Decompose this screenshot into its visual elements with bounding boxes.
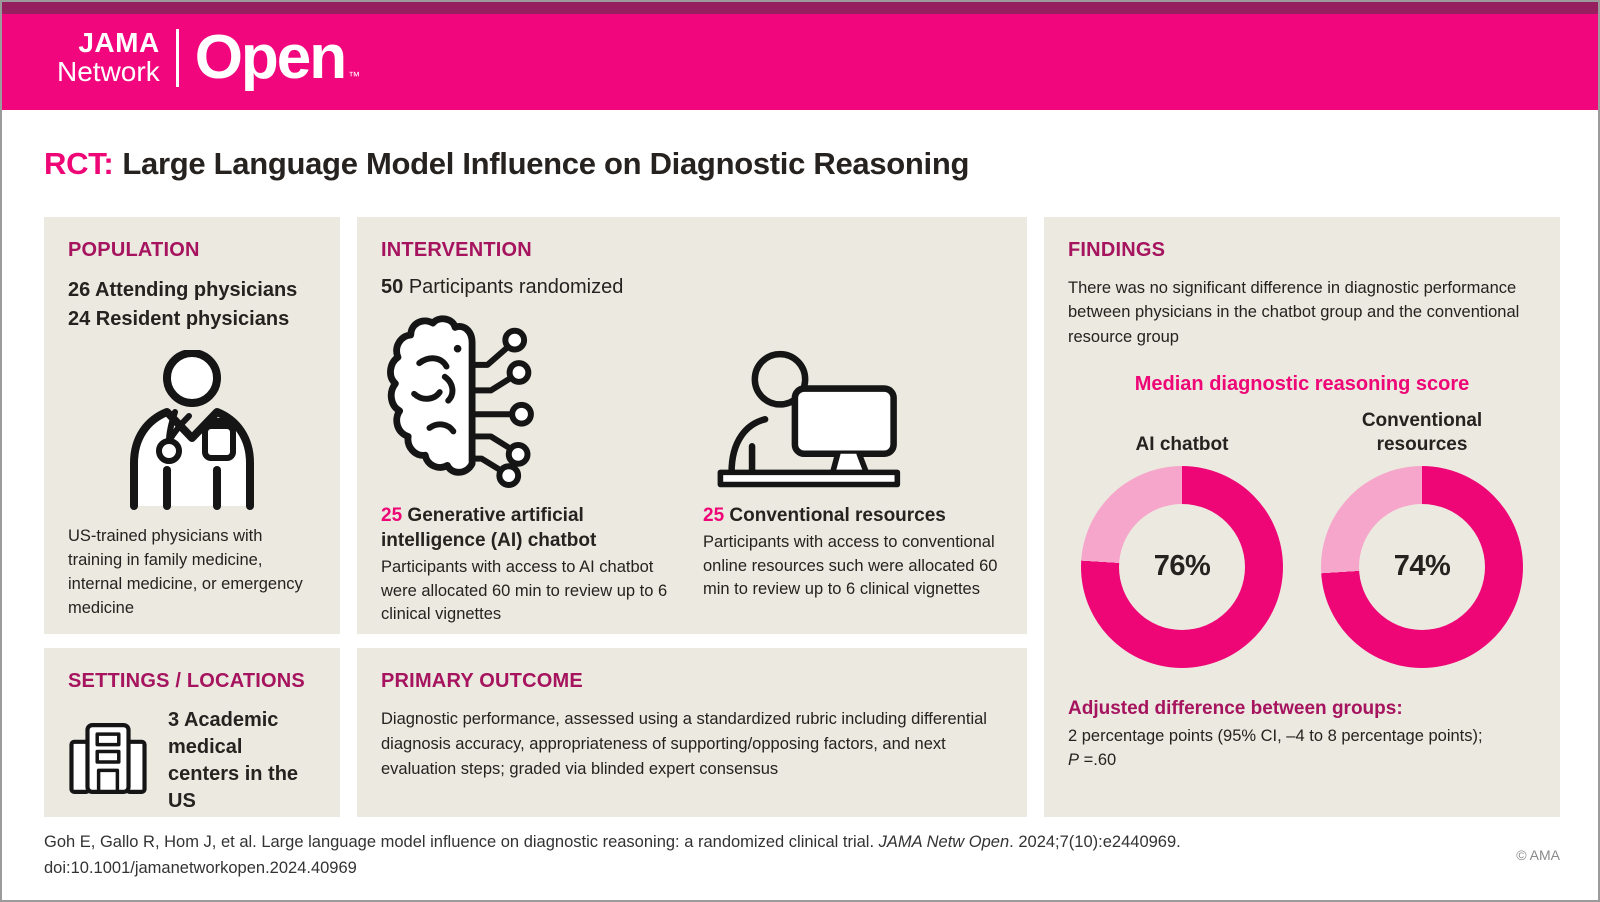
panel-population: POPULATION 26 Attending physicians 24 Re… [44, 217, 340, 634]
header-top-strip [2, 2, 1598, 14]
arm2-description: Participants with access to conventional… [703, 533, 998, 598]
population-heading: POPULATION [68, 239, 200, 261]
population-description: US-trained physicians with training in f… [68, 527, 303, 617]
arm1-count: 25 [381, 505, 403, 526]
content-grid: POPULATION 26 Attending physicians 24 Re… [44, 217, 1560, 817]
citation: Goh E, Gallo R, Hom J, et al. Large lang… [44, 830, 1560, 881]
donut-chart-conventional: 74% [1321, 465, 1523, 668]
hospital-building-icon [68, 723, 148, 799]
citation-part2: . 2024;7(10):e2440969. [1009, 833, 1181, 851]
arm1-description: Participants with access to AI chatbot w… [381, 558, 668, 623]
arm2-count: 25 [703, 505, 725, 526]
chart-title: Median diagnostic reasoning score [1134, 372, 1470, 395]
page-title: RCT:Large Language Model Influence on Di… [44, 146, 1556, 182]
copyright-ama: © AMA [1516, 847, 1560, 863]
settings-row: 3 Academic medical centers in the US [68, 707, 316, 815]
donut-label-conventional: Conventional resources [1361, 410, 1483, 455]
intervention-heading: INTERVENTION [381, 239, 532, 261]
panel-primary-outcome: PRIMARY OUTCOME Diagnostic performance, … [357, 648, 1027, 817]
arm1-title: 25 Generative artificial intelligence (A… [381, 503, 681, 553]
settings-heading: SETTINGS / LOCATIONS [68, 670, 305, 692]
p-value: =.60 [1079, 750, 1117, 769]
adjusted-difference-value: 2 percentage points (95% CI, –4 to 8 per… [1068, 726, 1483, 745]
panel-settings-locations: SETTINGS / LOCATIONS 3 Academic medical … [44, 648, 340, 817]
findings-summary: There was no significant difference in d… [1068, 279, 1520, 346]
population-count-resident: 24 Resident physicians [68, 308, 290, 330]
physician-icon [117, 349, 267, 515]
donut-value-ai-chatbot: 76% [1153, 550, 1211, 583]
donut-chart-ai-chatbot: 76% [1081, 465, 1283, 668]
randomized-label: Participants randomized [408, 276, 624, 298]
adjusted-difference-label: Adjusted difference between groups: [1068, 697, 1403, 719]
settings-text: 3 Academic medical centers in the US [168, 709, 299, 812]
intervention-randomized-line: 50 Participants randomized [381, 276, 1003, 299]
donut-col-conventional: Conventional resources 74% [1310, 402, 1534, 668]
jama-network-wordmark: JAMA Network [57, 26, 160, 87]
title-text: Large Language Model Influence on Diagno… [122, 146, 970, 181]
trademark-symbol: ™ [348, 69, 360, 83]
network-wordmark: Network [57, 55, 160, 87]
primary-outcome-heading: PRIMARY OUTCOME [381, 670, 583, 692]
panel-findings: FINDINGS There was no significant differ… [1044, 217, 1560, 817]
randomized-count: 50 [381, 276, 404, 298]
donut-col-ai-chatbot: AI chatbot 76% [1070, 402, 1294, 668]
primary-outcome-text: Diagnostic performance, assessed using a… [381, 710, 987, 778]
title-prefix-rct: RCT: [44, 146, 114, 181]
p-symbol: P [1068, 750, 1080, 769]
donut-charts: AI chatbot 76% Conventional resources 74… [1068, 402, 1536, 668]
computer-user-icon [703, 303, 1003, 491]
open-text: Open [194, 23, 347, 92]
citation-part1: Goh E, Gallo R, Hom J, et al. Large lang… [44, 833, 879, 851]
intervention-arms: 25 Generative artificial intelligence (A… [381, 303, 1003, 626]
arm-ai-chatbot: 25 Generative artificial intelligence (A… [381, 303, 681, 626]
panel-intervention: INTERVENTION 50 Participants randomized [357, 217, 1027, 634]
adjusted-difference-block: Adjusted difference between groups: 2 pe… [1068, 698, 1536, 773]
donut-value-conventional: 74% [1393, 550, 1451, 583]
donut-label-ai-chatbot: AI chatbot [1135, 433, 1229, 455]
citation-doi: doi:10.1001/jamanetworkopen.2024.40969 [44, 858, 357, 877]
arm-conventional: 25 Conventional resources Participants w… [703, 303, 1003, 626]
citation-journal: JAMA Netw Open [878, 833, 1010, 851]
arm1-title-text: Generative artificial intelligence (AI) … [381, 505, 597, 552]
logo-divider [175, 28, 179, 87]
open-wordmark: Open ™ [194, 22, 360, 93]
adjusted-difference-text: 2 percentage points (95% CI, –4 to 8 per… [1068, 725, 1536, 773]
header-banner: JAMA Network Open ™ [2, 2, 1598, 110]
arm2-title: 25 Conventional resources [703, 503, 1003, 528]
jama-wordmark: JAMA [78, 26, 160, 58]
findings-heading: FINDINGS [1068, 239, 1166, 261]
brain-circuit-icon [381, 303, 681, 491]
jama-network-open-logo: JAMA Network Open ™ [2, 14, 1598, 93]
arm2-title-text: Conventional resources [729, 505, 946, 526]
population-count-attending: 26 Attending physicians [68, 279, 298, 301]
